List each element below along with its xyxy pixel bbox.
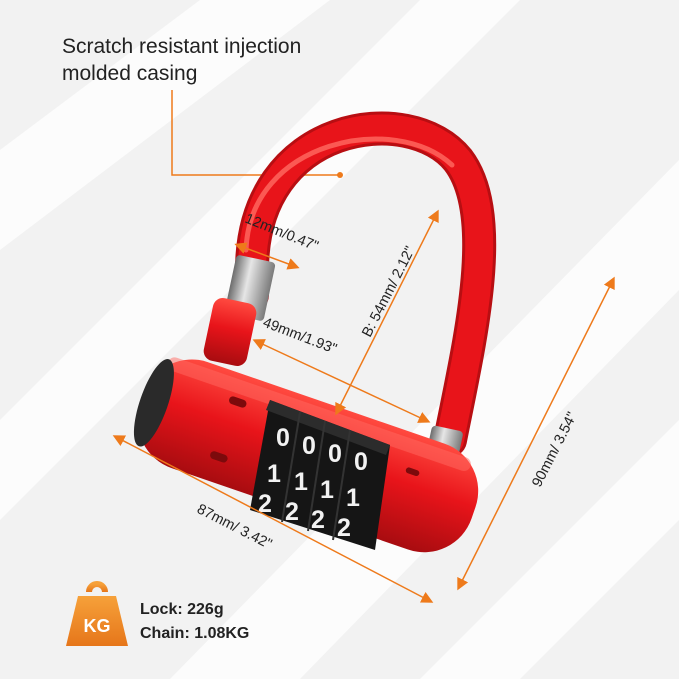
weight-icon: KG bbox=[66, 581, 128, 646]
arrow-shackle-thickness bbox=[234, 242, 300, 270]
callout-line-1: Scratch resistant injection bbox=[62, 35, 302, 58]
dial-3-digit-mid: 1 bbox=[320, 476, 334, 504]
label-shackle-width: 49mm/1.93" bbox=[261, 315, 339, 358]
dimension-arrows bbox=[112, 209, 615, 603]
arrow-shackle-width bbox=[252, 339, 431, 423]
weight-info: Lock: 226g Chain: 1.08KG bbox=[140, 598, 249, 646]
dial-1-digit-top: 0 bbox=[276, 424, 290, 452]
dial-3-digit-low: 2 bbox=[311, 506, 325, 534]
dial-4-digit-low: 2 bbox=[337, 514, 351, 542]
dial-2-digit-low: 2 bbox=[285, 498, 299, 526]
dial-4-digit-top: 0 bbox=[354, 448, 368, 476]
arrow-body-length bbox=[112, 435, 434, 603]
dial-2-digit-mid: 1 bbox=[294, 468, 308, 496]
label-shackle-height: B: 54mm/ 2.12" bbox=[359, 244, 418, 340]
chain-weight: Chain: 1.08KG bbox=[140, 625, 250, 642]
dial-3-digit-top: 0 bbox=[328, 440, 342, 468]
weight-icon-label: KG bbox=[84, 616, 111, 636]
dial-2-digit-top: 0 bbox=[302, 432, 316, 460]
lock-weight: Lock: 226g bbox=[140, 601, 224, 618]
casing-callout: Scratch resistant injection molded casin… bbox=[62, 33, 422, 87]
dial-4-digit-mid: 1 bbox=[346, 484, 360, 512]
dial-1-digit-mid: 1 bbox=[267, 460, 281, 488]
callout-line-2: molded casing bbox=[62, 62, 198, 85]
dial-1-digit-low: 2 bbox=[258, 490, 272, 518]
arrow-total-height bbox=[457, 276, 615, 591]
shackle-collar bbox=[203, 297, 257, 367]
